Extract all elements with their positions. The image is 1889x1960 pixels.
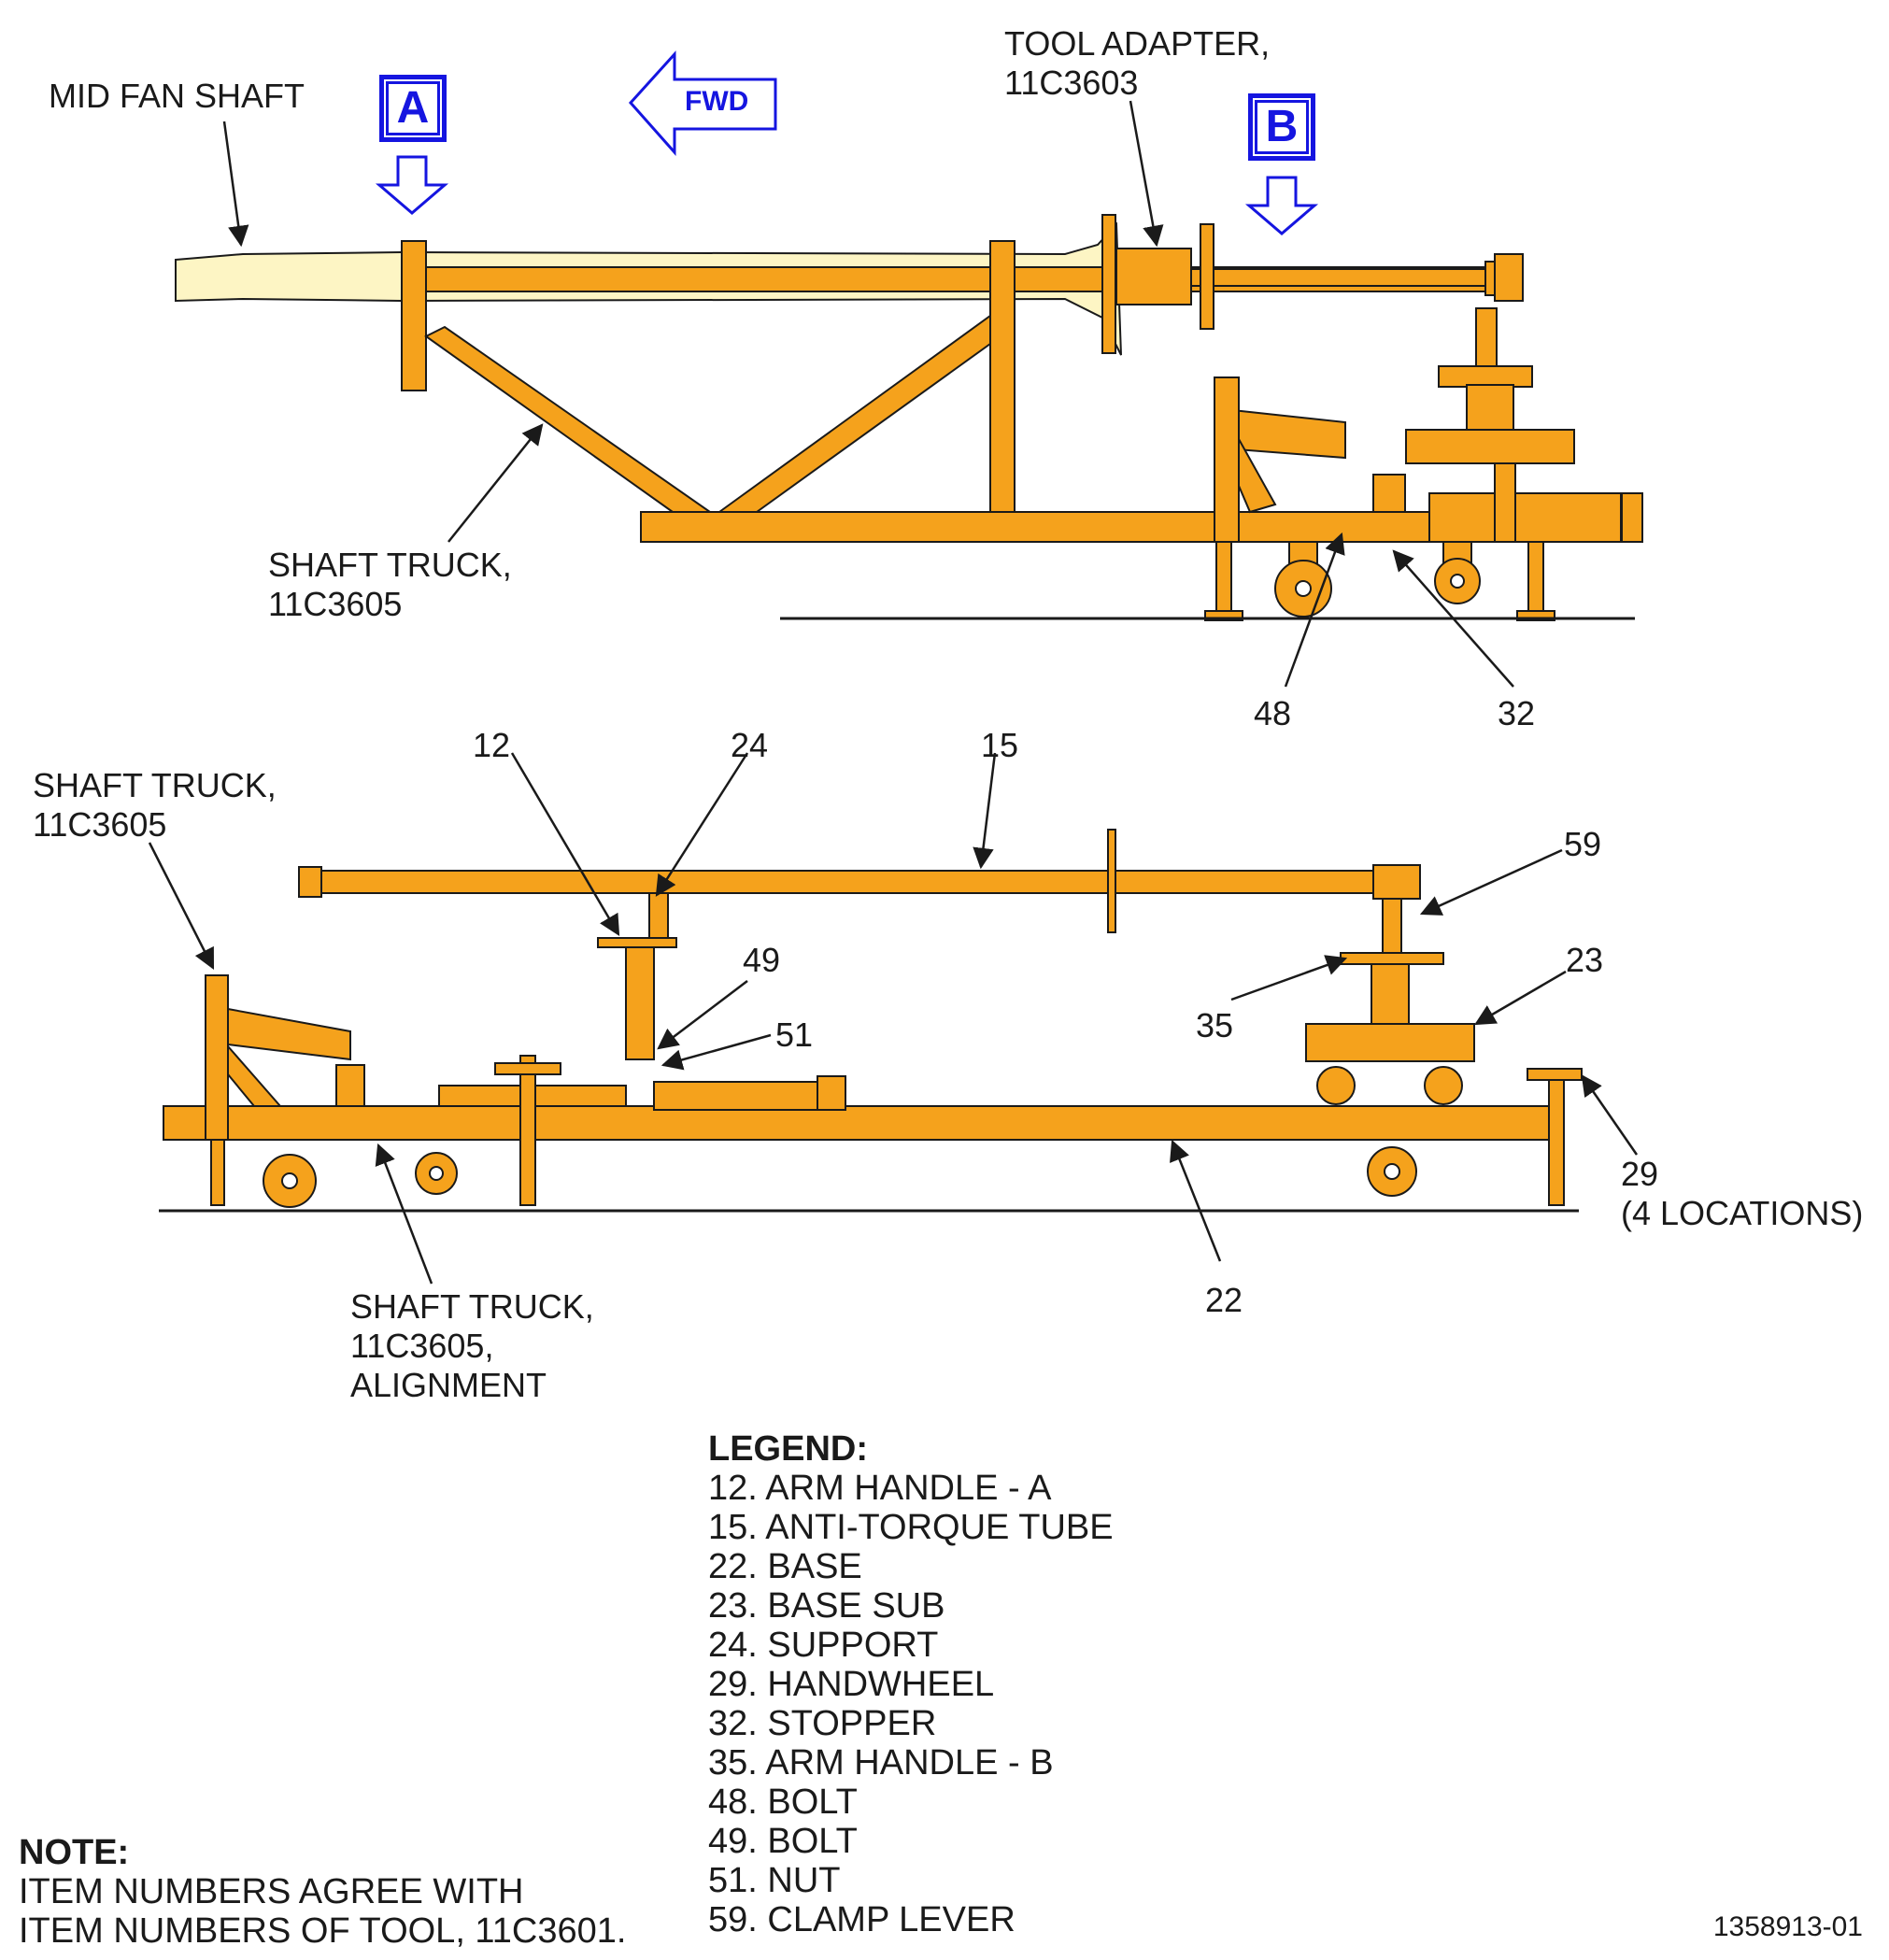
legend-item: 51. NUT [708,1861,841,1900]
item-59-label: 59 [1564,825,1602,863]
base-rail-shape [163,1105,1561,1141]
legend-heading: LEGEND: [708,1429,868,1469]
note-heading: NOTE: [19,1833,130,1872]
item-51-label: 51 [775,1016,814,1054]
legend-item: 23. BASE SUB [708,1586,945,1626]
item-24-label: 24 [731,726,769,764]
legend: LEGEND: 12. ARM HANDLE - A 15. ANTI-TORQ… [708,1429,1114,1939]
bottom-assembly [163,829,1583,1208]
tool-adapter-shape [1115,248,1192,305]
rear-strut [424,325,714,513]
view-arrows [375,50,1319,235]
view-b-arrow [1244,176,1319,235]
shaft-truck-alignment-label: SHAFT TRUCK, 11C3605, ALIGNMENT [350,1287,594,1404]
fwd-arrow [628,50,777,156]
legend-item: 59. CLAMP LEVER [708,1900,1016,1939]
legend-item: 15. ANTI-TORQUE TUBE [708,1508,1114,1547]
fwd-label: FWD [685,86,749,117]
note-line: ITEM NUMBERS OF TOOL, 11C3601. [19,1911,627,1951]
view-a-arrow [375,155,449,215]
legend-item: 48. BOLT [708,1782,858,1822]
note: NOTE: ITEM NUMBERS AGREE WITH ITEM NUMBE… [19,1833,626,1951]
top-assembly [175,214,1643,621]
legend-item: 24. SUPPORT [708,1626,939,1665]
item-35-label: 35 [1196,1006,1234,1044]
item-23-label: 23 [1566,941,1604,979]
legend-item: 35. ARM HANDLE - B [708,1743,1054,1782]
tool-adapter-label: TOOL ADAPTER, 11C3603 [1004,24,1271,102]
figure-id: 1358913-01 [1712,1911,1863,1942]
legend-item: 29. HANDWHEEL [708,1665,995,1704]
legend-item: 49. BOLT [708,1822,858,1861]
item-15-label: 15 [981,726,1019,764]
shaft-truck-top-label: SHAFT TRUCK, 11C3605 [268,546,512,623]
legend-item: 12. ARM HANDLE - A [708,1469,1052,1508]
base-sub-shape [1305,1023,1475,1062]
legend-item: 32. STOPPER [708,1704,937,1743]
note-line: ITEM NUMBERS AGREE WITH [19,1872,524,1911]
legend-item: 22. BASE [708,1547,862,1586]
item-49-label: 49 [743,941,781,979]
item-12-label: 12 [473,726,511,764]
item-22-label: 22 [1205,1281,1243,1319]
mid-strut [716,314,991,513]
anti-torque-tube-shape [303,870,1416,894]
item-29-label: 29 (4 LOCATIONS) [1621,1155,1864,1232]
leader-lines [148,100,1639,1285]
item-32-label: 32 [1498,694,1536,732]
mid-post [989,240,1016,522]
front-post [401,240,427,391]
shaft-truck-left-label: SHAFT TRUCK, 11C3605 [33,766,277,844]
item-48-label: 48 [1254,694,1292,732]
mid-fan-shaft-label: MID FAN SHAFT [49,77,305,115]
support-shape [648,892,669,941]
view-b-label: B [1248,93,1315,161]
view-a-label: A [379,75,447,142]
